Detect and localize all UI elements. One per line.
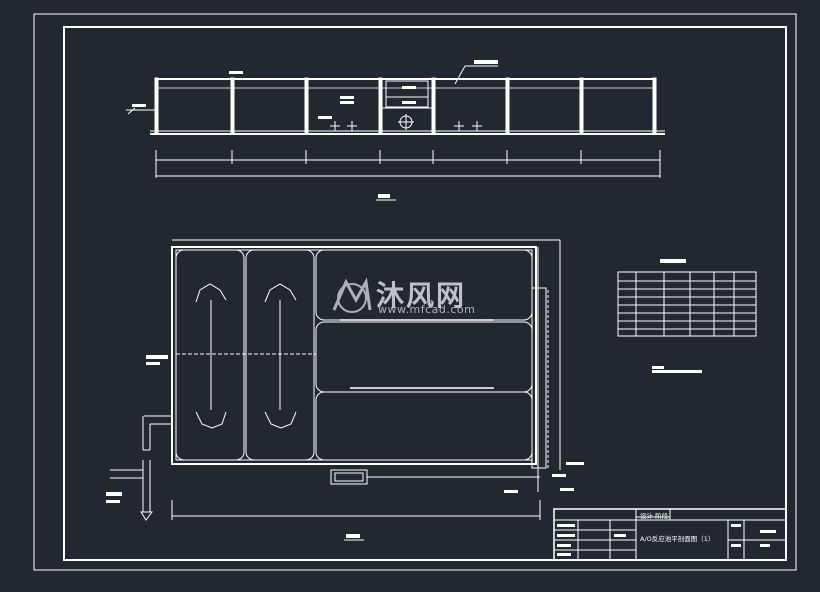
plan-view — [106, 239, 584, 541]
title-block-drawing-name: A/O反应池平剖面图（1） — [640, 535, 715, 543]
aerator-marks — [330, 121, 482, 131]
section-view — [126, 60, 665, 201]
sheet-outer-border — [33, 13, 797, 571]
watermark-url: www.mfcad.com — [378, 303, 476, 316]
watermark-logo-icon — [332, 277, 372, 313]
equipment-table — [617, 259, 757, 373]
title-block-design-stage: 设计 阶段 — [640, 512, 669, 520]
title-block — [553, 508, 787, 561]
watermark-title: 沐风网 — [376, 279, 467, 312]
sheet-inner-border — [63, 26, 787, 561]
